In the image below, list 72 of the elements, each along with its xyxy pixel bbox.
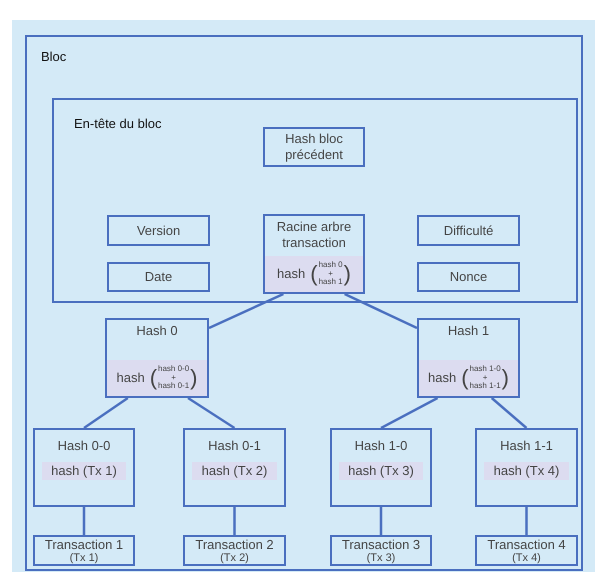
hash-box xyxy=(183,535,286,566)
connector-line xyxy=(380,507,382,535)
formula-term: hash 1-0 xyxy=(470,365,501,374)
node-label: Transaction 2 xyxy=(195,537,274,553)
connector-line xyxy=(233,507,236,535)
node-title: Hash 0 xyxy=(135,322,179,340)
node-title: Hash 1 xyxy=(446,322,490,340)
node-title: Racine arbre transaction xyxy=(276,218,352,252)
hash-box xyxy=(183,428,286,507)
node-label: Date xyxy=(144,269,172,285)
hash-box xyxy=(475,535,578,566)
hash-box xyxy=(107,215,210,246)
formula-term: + xyxy=(482,374,488,382)
formula-text: hash xyxy=(277,266,306,282)
formula-term: + xyxy=(328,270,333,278)
formula-term: + xyxy=(171,374,176,382)
hash-box xyxy=(105,318,209,398)
parenthesis: ) xyxy=(502,367,509,389)
parenthesis: ( xyxy=(310,263,318,285)
hash-box xyxy=(107,262,210,292)
node-label: Difficulté xyxy=(444,222,494,238)
formula-text: hash xyxy=(428,370,456,386)
node-label: Hash bloc précédent xyxy=(284,131,344,163)
parenthesis: ) xyxy=(344,263,351,285)
connector-line xyxy=(83,396,128,430)
hash-box xyxy=(475,428,578,507)
hash-text: hash (Tx 4) xyxy=(484,462,570,480)
connector-line xyxy=(187,396,236,430)
formula-term: hash 1-1 xyxy=(470,382,501,391)
connector-line xyxy=(208,292,284,330)
node-title: Hash 0-1 xyxy=(207,437,262,455)
formula-text: hash xyxy=(116,370,145,386)
hash-box xyxy=(33,535,135,566)
hash-text: hash (Tx 1) xyxy=(42,462,126,480)
node-title: Hash 1-0 xyxy=(354,437,408,455)
container-title: En-tête du bloc xyxy=(74,116,162,131)
hash-box xyxy=(263,214,365,294)
connector-line xyxy=(525,507,528,535)
hash-box xyxy=(263,127,365,167)
node-label: Nonce xyxy=(450,269,488,285)
hash-text: hash (Tx 2) xyxy=(192,462,278,480)
hash-box xyxy=(417,318,520,398)
connector-line xyxy=(344,292,418,330)
connector-line xyxy=(380,396,438,430)
node-label: Transaction 1 xyxy=(44,537,124,553)
hash-text: hash (Tx 3) xyxy=(338,462,424,480)
connector-line xyxy=(490,397,528,429)
formula-term: hash 0-0 xyxy=(158,365,190,374)
node-subtext: (Tx 1) xyxy=(70,552,98,564)
node-title: Hash 1-1 xyxy=(499,437,554,455)
node-label: Version xyxy=(136,222,180,238)
formula-term: hash 1 xyxy=(318,278,343,287)
node-label: Transaction 4 xyxy=(487,537,566,553)
formula-term: hash 0 xyxy=(318,261,343,270)
hash-box xyxy=(417,215,520,246)
container-box xyxy=(25,35,583,571)
node-title: Hash 0-0 xyxy=(56,437,112,455)
node-subtext: (Tx 3) xyxy=(366,552,396,564)
container-title: Bloc xyxy=(41,49,66,64)
hash-box xyxy=(33,428,135,507)
node-subtext: (Tx 4) xyxy=(512,552,541,564)
node-label: Transaction 3 xyxy=(342,537,420,553)
formula-term: hash 0-1 xyxy=(158,382,190,391)
node-subtext: (Tx 2) xyxy=(220,552,249,564)
parenthesis: ) xyxy=(190,367,198,389)
parenthesis: ( xyxy=(461,367,469,389)
hash-box xyxy=(330,535,432,566)
connector-line xyxy=(82,507,86,535)
parenthesis: ( xyxy=(150,367,158,389)
hash-box xyxy=(330,428,432,507)
container-box xyxy=(52,98,578,303)
hash-box xyxy=(417,262,520,292)
